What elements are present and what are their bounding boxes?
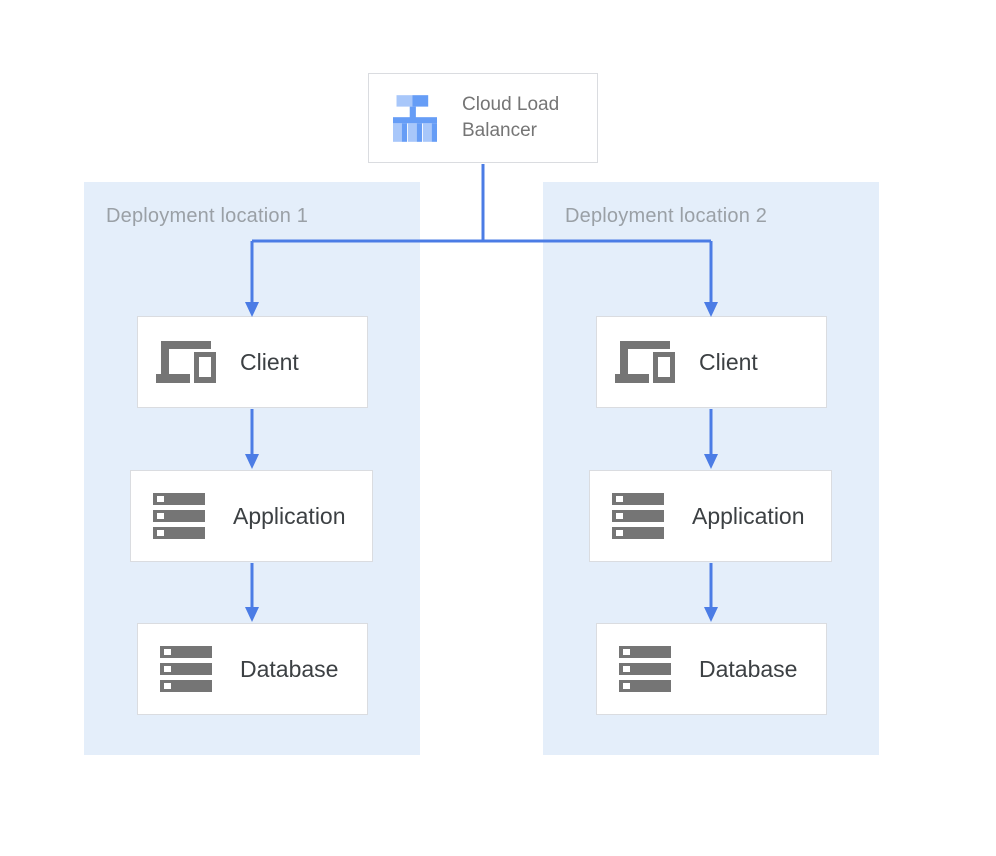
node-label: Application bbox=[692, 502, 805, 529]
server-stack-icon bbox=[608, 493, 668, 539]
node-label: Database bbox=[240, 655, 339, 682]
load-balancer-node: Cloud Load Balancer bbox=[368, 73, 598, 163]
application-node-location-2: Application bbox=[589, 470, 832, 562]
devices-icon bbox=[615, 341, 675, 383]
node-label: Application bbox=[233, 502, 346, 529]
deployment-location-2-label: Deployment location 2 bbox=[565, 205, 768, 227]
deployment-location-2-panel: Deployment location 2 Client bbox=[543, 182, 879, 755]
node-label: Client bbox=[699, 348, 758, 375]
deployment-location-1-label: Deployment location 1 bbox=[106, 205, 309, 227]
client-node-location-1: Client bbox=[137, 316, 368, 408]
devices-icon bbox=[156, 341, 216, 383]
server-stack-icon bbox=[149, 493, 209, 539]
node-label: Client bbox=[240, 348, 299, 375]
client-node-location-2: Client bbox=[596, 316, 827, 408]
load-balancer-label: Cloud Load Balancer bbox=[462, 94, 560, 141]
application-node-location-1: Application bbox=[130, 470, 373, 562]
database-node-location-1: Database bbox=[137, 623, 368, 715]
load-balancer-icon bbox=[393, 94, 437, 142]
server-stack-icon bbox=[615, 646, 675, 692]
deployment-location-1-panel: Deployment location 1 Client bbox=[84, 182, 420, 755]
database-node-location-2: Database bbox=[596, 623, 827, 715]
node-label: Database bbox=[699, 655, 798, 682]
server-stack-icon bbox=[156, 646, 216, 692]
